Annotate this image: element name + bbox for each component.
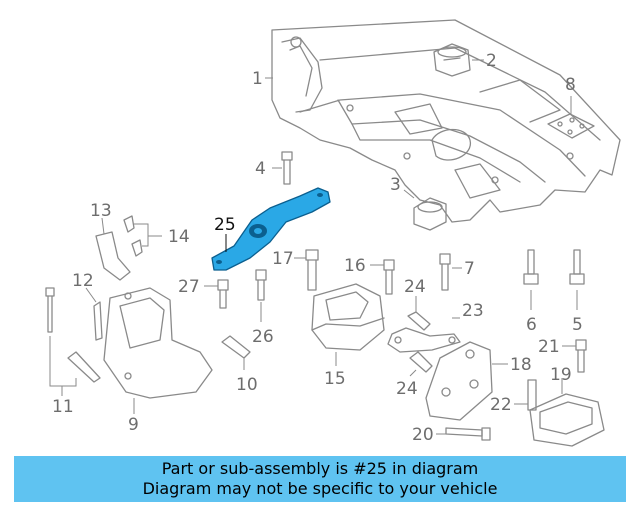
callout-1: 1: [252, 69, 263, 89]
callout-11: 11: [52, 397, 74, 417]
part-19-mount[interactable]: [529, 393, 605, 447]
callout-13: 13: [90, 201, 112, 221]
callout-26: 27: [178, 277, 200, 297]
part-12-bolt[interactable]: [93, 301, 103, 341]
callout-15: 15: [324, 369, 346, 389]
part-11-bolts[interactable]: [45, 287, 101, 383]
callout-20: 20: [412, 425, 434, 445]
parts-diagram: 1 2 3 4 8 25 13: [45, 19, 621, 447]
callout-12: 12: [72, 271, 94, 291]
callout-9: 9: [128, 415, 139, 435]
part-25-torque-rod[interactable]: [211, 187, 331, 271]
part-13-bracket[interactable]: [95, 231, 131, 281]
part-22-bolt[interactable]: [527, 379, 537, 411]
callout-21: 21: [538, 337, 560, 357]
callout-7: 7: [464, 259, 475, 279]
callout-25: 25: [214, 215, 236, 235]
callout-22: 22: [490, 395, 512, 415]
callout-2: 2: [486, 51, 497, 71]
part-2-bushing[interactable]: [433, 43, 471, 77]
part-24-bolt-lower[interactable]: [409, 351, 433, 373]
caption-line-2: Diagram may not be specific to your vehi…: [142, 479, 498, 498]
part-7-bolt[interactable]: [439, 253, 451, 291]
part-21-bolt[interactable]: [575, 339, 587, 373]
callout-14: 14: [168, 227, 190, 247]
callout-19: 19: [550, 365, 572, 385]
callout-6: 6: [526, 315, 537, 335]
callout-27: 26: [252, 327, 274, 347]
part-18-bracket[interactable]: [425, 341, 493, 421]
callout-24a: 24: [404, 277, 426, 297]
part-4-bolt[interactable]: [281, 151, 293, 185]
callout-24b: 24: [396, 379, 418, 399]
callout-5: 5: [572, 315, 583, 335]
callout-23: 23: [462, 301, 484, 321]
part-23-link[interactable]: [387, 327, 461, 353]
callout-16: 16: [344, 256, 366, 276]
part-16-bolt[interactable]: [383, 259, 395, 295]
part-6-bolt[interactable]: [523, 249, 539, 285]
part-27-bolt[interactable]: [255, 269, 267, 301]
callout-10: 10: [236, 375, 258, 395]
part-5-bolt[interactable]: [569, 249, 585, 285]
part-3-bushing[interactable]: [413, 197, 447, 231]
callout-8: 8: [565, 75, 576, 95]
part-9-engine-mount[interactable]: [103, 287, 213, 399]
part-24-bolt-upper[interactable]: [407, 311, 431, 331]
part-1-subframe[interactable]: [271, 19, 621, 223]
part-17-bolt[interactable]: [305, 249, 319, 291]
callout-3: 3: [390, 175, 401, 195]
caption-line-1: Part or sub-assembly is #25 in diagram: [161, 459, 479, 478]
part-14-bolts[interactable]: [123, 215, 143, 257]
part-8-plate[interactable]: [547, 113, 595, 139]
part-10-bolt[interactable]: [221, 335, 251, 359]
part-20-bolt[interactable]: [445, 427, 491, 441]
part-26-bolt[interactable]: [217, 279, 229, 309]
callout-4: 4: [255, 159, 266, 179]
part-15-transmission-mount[interactable]: [311, 283, 385, 351]
caption-bar: Part or sub-assembly is #25 in diagram D…: [14, 456, 626, 502]
callout-18: 18: [510, 355, 532, 375]
callout-17: 17: [272, 249, 294, 269]
